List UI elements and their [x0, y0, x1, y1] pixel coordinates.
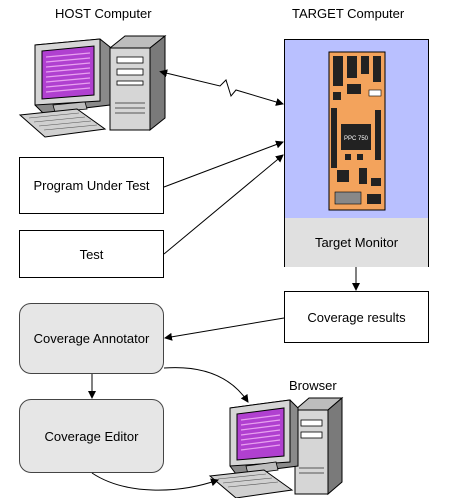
coverage-annotator-box: Coverage Annotator	[19, 303, 164, 374]
host-computer-icon	[18, 34, 167, 138]
host-target-link	[159, 69, 284, 106]
editor-to-browser-arrow	[91, 472, 219, 491]
target-computer-panel: PPC 750 Target Monitor	[284, 39, 429, 267]
target-computer-label: TARGET Computer	[292, 6, 405, 21]
target-monitor-box: Target Monitor	[285, 218, 428, 267]
results-to-annotator-arrow	[164, 317, 285, 341]
annotator-to-browser-arrow	[163, 367, 249, 403]
target-board-area: PPC 750	[285, 40, 428, 219]
ppc-board-icon: PPC 750	[328, 51, 386, 211]
program-under-test-box: Program Under Test	[19, 157, 164, 214]
test-box: Test	[19, 230, 164, 278]
browser-label: Browser	[289, 378, 337, 393]
cpu-chip-label: PPC 750	[344, 136, 369, 142]
coverage-editor-box: Coverage Editor	[19, 399, 164, 473]
test-to-target-arrow	[163, 154, 284, 255]
program-to-target-arrow	[163, 140, 284, 188]
host-computer-label: HOST Computer	[55, 6, 152, 21]
coverage-results-box: Coverage results	[284, 291, 429, 343]
browser-computer-icon	[208, 396, 344, 498]
